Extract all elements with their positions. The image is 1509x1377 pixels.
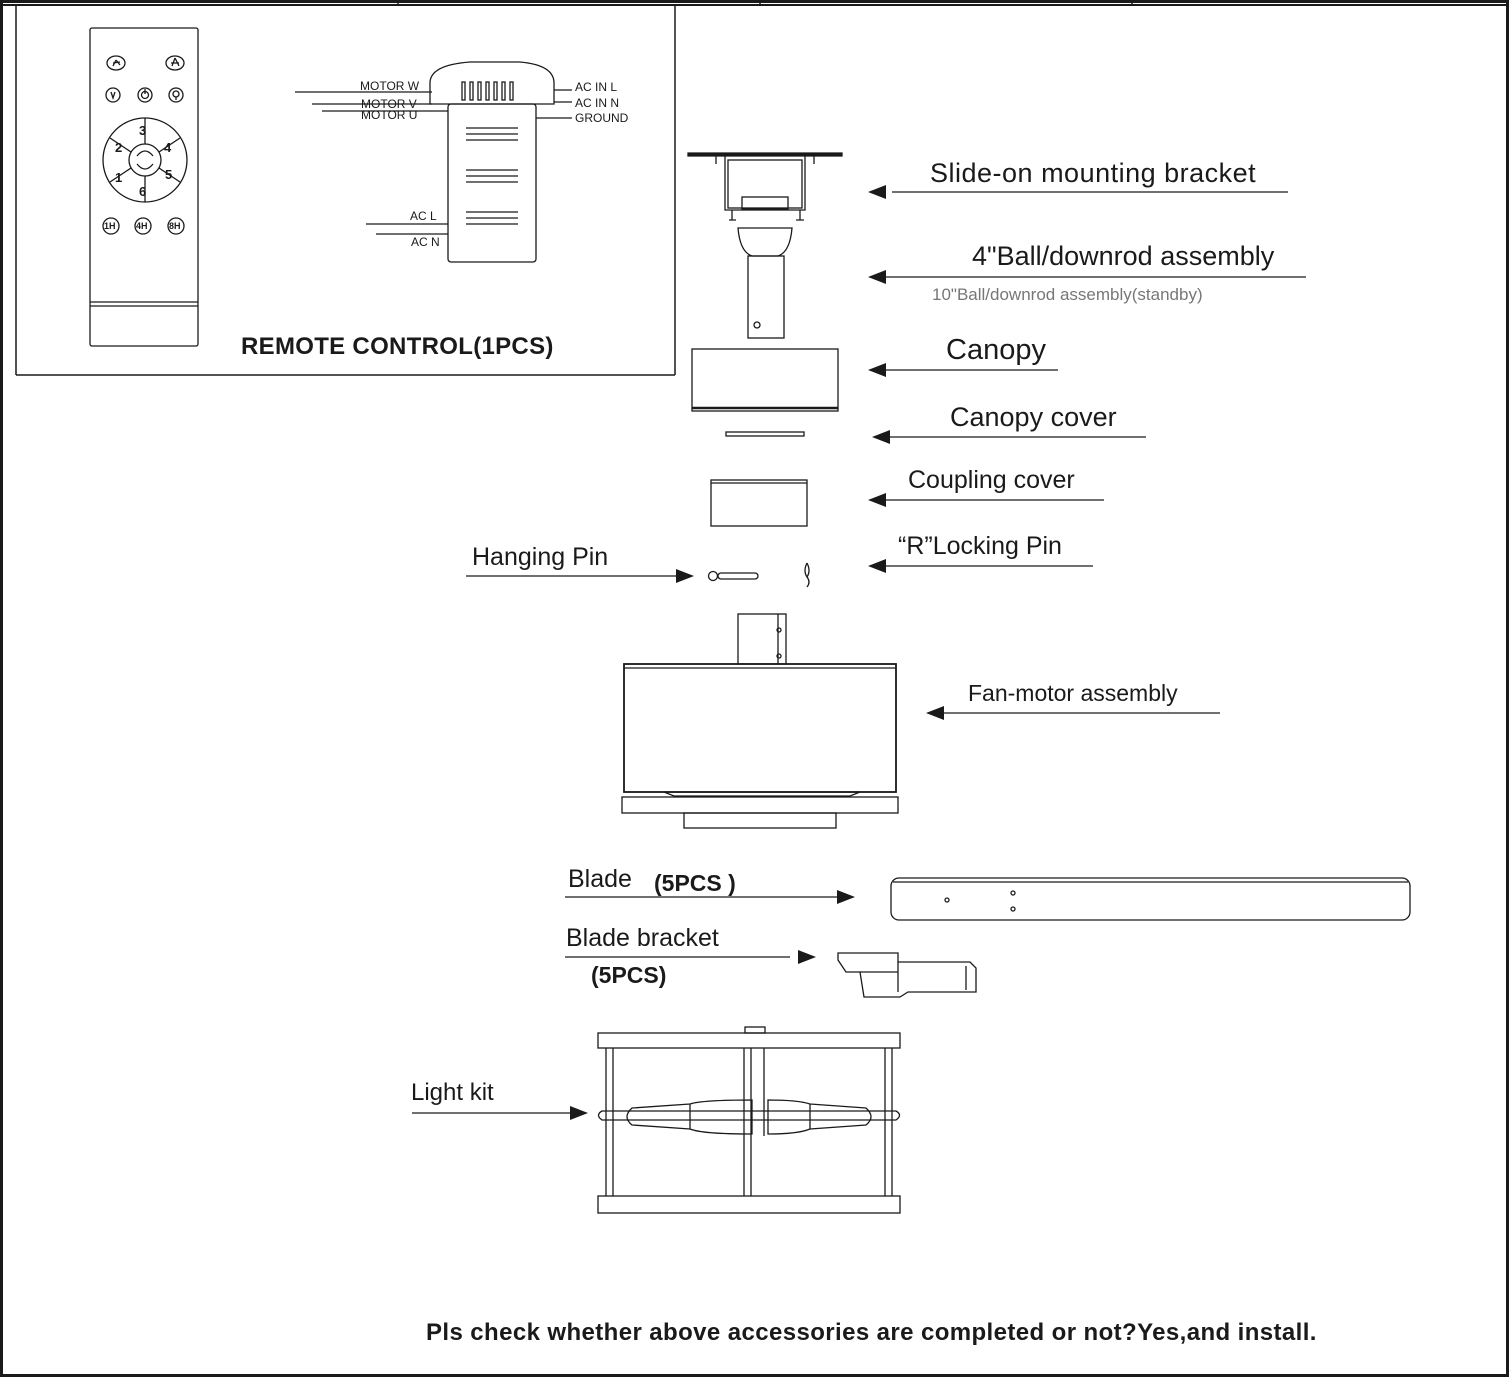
fan-motor-drawing	[621, 613, 899, 829]
ball-downrod-standby-label: 10"Ball/downrod assembly(standby)	[932, 285, 1203, 304]
mounting-bracket-drawing	[687, 152, 843, 221]
arrow-blade	[837, 890, 855, 904]
arrow-locking-pin	[868, 559, 886, 573]
slide-on-bracket-label: Slide-on mounting bracket	[930, 158, 1257, 188]
timer-4h-button-shape	[134, 217, 152, 235]
pins-drawing	[707, 562, 810, 588]
receiver-unit	[295, 61, 572, 263]
remote-handset	[89, 27, 199, 347]
receiver-ac-in-n-label: AC IN N	[575, 96, 620, 110]
canopy-cover-label: Canopy cover	[950, 402, 1117, 432]
light-kit-label: Light kit	[411, 1079, 494, 1106]
timer-1h-button-shape	[102, 217, 120, 235]
canopy-label: Canopy	[946, 334, 1046, 366]
coupling-cover-drawing	[710, 479, 808, 527]
blade-bracket-quantity-label: (5PCS)	[591, 962, 667, 988]
receiver-motor-u-label: MOTOR U	[361, 108, 418, 122]
timer-4h-label: 4H	[136, 221, 148, 231]
label-underlines	[412, 191, 1306, 1114]
fan-motor-label: Fan-motor assembly	[968, 680, 1178, 706]
arrow-canopy	[868, 363, 886, 377]
speed-3-label: 3	[139, 123, 147, 138]
arrow-fan-motor	[926, 706, 944, 720]
blade-quantity-label: (5PCS )	[654, 870, 736, 896]
arrow-downrod	[868, 270, 886, 284]
blade-drawing	[890, 877, 1411, 921]
canopy-drawing	[691, 348, 839, 412]
fan-icon	[106, 55, 126, 71]
receiver-motor-w-label: MOTOR W	[360, 79, 420, 93]
blade-bracket-label: Blade bracket	[566, 924, 719, 952]
coupling-cover-label: Coupling cover	[908, 466, 1075, 494]
receiver-ac-in-l-label: AC IN L	[575, 80, 618, 94]
receiver-ground-label: GROUND	[575, 111, 629, 125]
canopy-cover-drawing	[725, 431, 805, 437]
speed-4-label: 4	[164, 140, 172, 155]
blade-bracket-drawing	[837, 952, 977, 998]
arrow-hanging-pin	[676, 569, 694, 583]
fan-reverse-icon	[165, 55, 185, 71]
light-dim-icon	[105, 87, 121, 103]
reverse-arrows-icon	[136, 150, 154, 170]
speed-1-label: 1	[115, 170, 123, 185]
speed-6-label: 6	[139, 184, 147, 199]
light-kit-drawing	[597, 1026, 901, 1214]
blade-label: Blade	[568, 865, 632, 893]
timer-8h-button-shape	[167, 217, 185, 235]
ball-downrod-label: 4"Ball/downrod assembly	[972, 241, 1275, 271]
hanging-pin-label: Hanging Pin	[472, 543, 609, 571]
receiver-ac-n-label: AC N	[411, 235, 440, 249]
receiver-wires	[295, 89, 572, 235]
downrod-drawing	[737, 227, 793, 339]
timer-8h-label: 8H	[169, 221, 181, 231]
power-icon	[137, 87, 153, 103]
arrow-coupling-cover	[868, 493, 886, 507]
speed-dial	[102, 117, 188, 203]
light-bulb-icon	[168, 87, 184, 103]
arrow-canopy-cover	[872, 430, 890, 444]
remote-control-title: REMOTE CONTROL(1PCS)	[241, 333, 554, 360]
locking-pin-label: “R”Locking Pin	[898, 532, 1062, 560]
receiver-grille-lines	[466, 127, 518, 225]
footer-check-note: Pls check whether above accessories are …	[426, 1319, 1317, 1346]
speed-5-label: 5	[165, 167, 173, 182]
receiver-vent-slots	[461, 81, 514, 101]
arrow-blade-bracket	[798, 950, 816, 964]
receiver-motor-v-label: MOTOR V	[361, 97, 417, 111]
pointer-arrows	[570, 185, 944, 1120]
speed-2-label: 2	[115, 140, 123, 155]
receiver-ac-l-label: AC L	[410, 209, 437, 223]
arrow-slide-bracket	[868, 185, 886, 199]
arrow-light-kit	[570, 1106, 588, 1120]
remote-panel-box	[15, 5, 676, 376]
timer-1h-label: 1H	[104, 221, 116, 231]
